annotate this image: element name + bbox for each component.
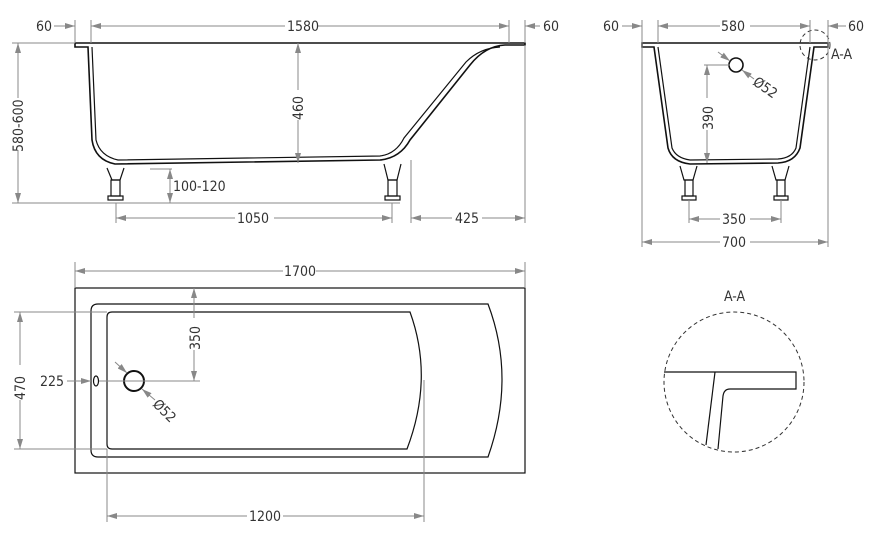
top-drain-diameter-label: Ø52: [149, 397, 179, 427]
end-total-width-label: 700: [722, 235, 746, 251]
end-tub-outline: [641, 42, 829, 165]
top-bottom-outline: [106, 311, 422, 450]
top-bottom-length-label: 1200: [249, 509, 281, 525]
section-marker-label: A-A: [831, 47, 853, 63]
top-drain-offset-center-label: 350: [188, 326, 204, 350]
side-leg-right: [383, 163, 402, 201]
end-drain: [728, 57, 744, 73]
end-leg-right: [771, 165, 790, 201]
detail-view-aa: A-A: [663, 289, 805, 453]
side-leg-left: [106, 167, 125, 201]
top-view: 1700 470 225 350 Ø52 1200: [13, 262, 526, 525]
end-leg-left: [679, 165, 698, 201]
side-flange-right-label: 60: [543, 19, 559, 35]
side-foot-to-end-label: 425: [455, 211, 479, 227]
top-total-width-label: 470: [13, 376, 29, 400]
side-flange-left-label: 60: [36, 19, 52, 35]
detail-title: A-A: [724, 289, 746, 305]
side-leg-spacing-label: 1050: [237, 211, 269, 227]
end-drain-height-label: 390: [701, 106, 717, 130]
detail-circle: [663, 311, 805, 453]
side-total-height-label: 580-600: [11, 99, 27, 152]
end-flange-left-label: 60: [603, 19, 619, 35]
side-leg-height-label: 100-120: [173, 179, 226, 195]
side-view: 60 1580 60 580-600 460 100-120 1050 425: [11, 19, 559, 227]
top-drain-offset-side-label: 225: [40, 374, 64, 390]
top-overflow: [92, 375, 100, 387]
end-flange-right-label: 60: [848, 19, 864, 35]
end-drain-diameter-label: Ø52: [750, 74, 780, 102]
end-view: A-A 60 580 60 390 Ø52 350 700: [603, 19, 864, 251]
top-basin-outline: [90, 303, 503, 458]
end-inner-width-label: 580: [721, 19, 745, 35]
end-leg-spacing-label: 350: [722, 212, 746, 228]
side-depth-label: 460: [291, 96, 307, 120]
top-total-length-label: 1700: [284, 264, 316, 280]
side-inner-length-label: 1580: [287, 19, 319, 35]
section-marker-circle: [799, 29, 831, 61]
